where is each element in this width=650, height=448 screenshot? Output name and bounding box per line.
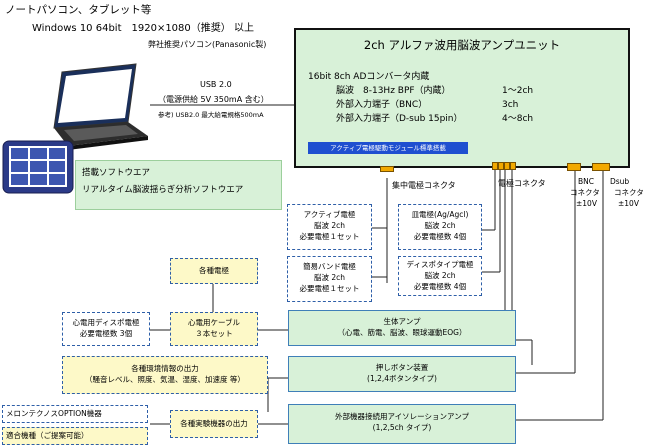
- electrode-connector-label: 電極コネクタ: [498, 179, 546, 188]
- dsub-connector-label: Dsub コネクタ ±10V: [610, 177, 644, 208]
- unit-spec-2-value: 1～2ch: [502, 86, 534, 96]
- ecg-disposable-electrode-box: 心電用ディスポ電極 必要電極数 3個: [62, 312, 150, 346]
- electrode-port-4: [510, 162, 516, 170]
- unit-spec-1: 16bit 8ch ADコンバータ内蔵: [308, 72, 430, 82]
- tablet-icon: [2, 140, 74, 194]
- unit-spec-3-label: 外部入力端子（BNC）: [336, 100, 428, 110]
- software-title: 搭載ソフトウエア: [82, 168, 151, 178]
- simple-band-electrode-box: 簡易バンド電極 脳波 2ch 必要電極１セット: [287, 256, 372, 302]
- recommended-pc: 弊社推奨パソコン(Panasonic製): [148, 40, 267, 49]
- usb-title: USB 2.0: [200, 80, 232, 89]
- central-connector-port: [380, 166, 394, 172]
- bio-amp-box: 生体アンプ （心電、筋電、脳波、眼球運動EOG）: [288, 310, 516, 346]
- laptop-icon: [53, 63, 148, 150]
- software-box: 搭載ソフトウエア リアルタイム脳波揺らぎ分析ソフトウエア: [75, 160, 282, 210]
- active-electrode-box: アクティブ電極 脳波 2ch 必要電極１セット: [287, 204, 372, 250]
- central-connector-label: 集中電極コネクタ: [392, 181, 456, 190]
- unit-spec-3-value: 3ch: [502, 100, 519, 110]
- active-module-badge: アクティブ電極駆動モジュール標準搭載: [308, 142, 468, 154]
- unit-spec-2-label: 脳波 8-13Hz BPF（内蔵）: [336, 86, 451, 96]
- ecg-cable-box: 心電用ケーブル ３本セット: [170, 312, 258, 346]
- compatible-devices-box: 適合機種（ご提案可能）: [2, 427, 148, 445]
- software-name: リアルタイム脳波揺らぎ分析ソフトウエア: [82, 185, 244, 195]
- device-header: ノートパソコン、タブレット等: [5, 4, 152, 16]
- electrode-port-3: [504, 162, 510, 170]
- dsub-port: [592, 163, 610, 171]
- usb-power: （電源供給 5V 350mA 含む）: [158, 95, 269, 104]
- electrode-port-1: [492, 162, 498, 170]
- environment-sensor-box: 各種環境情報の出力 （騒音レベル、照度、気温、湿度、加速度 等）: [62, 356, 268, 394]
- disposable-electrode-box: ディスポタイプ電極 脳波 2ch 必要電極数 4個: [398, 256, 482, 296]
- meron-option-box: メロンテクノスOPTION機器: [2, 405, 148, 423]
- unit-title: 2ch アルファ波用脳波アンプユニット: [363, 38, 561, 52]
- electrode-port-2: [498, 162, 504, 170]
- bnc-port: [567, 163, 581, 171]
- usb-note: 参考) USB2.0 最大給電規格500mA: [158, 111, 264, 119]
- amplifier-unit: 2ch アルファ波用脳波アンプユニット 16bit 8ch ADコンバータ内蔵 …: [294, 28, 630, 168]
- push-button-device-box: 押しボタン装置 (1,2,4ボタンタイプ): [288, 356, 516, 392]
- isolation-amp-box: 外部機器接続用アイソレーションアンプ (1,2,5ch タイプ): [288, 404, 516, 444]
- experiment-output-box: 各種実験機器の出力: [170, 410, 258, 438]
- various-electrodes-box: 各種電極: [170, 258, 258, 284]
- unit-spec-4-label: 外部入力端子（D-sub 15pin）: [336, 114, 463, 124]
- dish-electrode-box: 皿電極(Ag/Agcl) 脳波 2ch 必要電極数 4個: [398, 204, 482, 250]
- unit-spec-4-value: 4～8ch: [502, 114, 534, 124]
- bnc-connector-label: BNC コネクタ ±10V: [570, 177, 600, 208]
- os-requirement: Windows 10 64bit 1920×1080（推奨） 以上: [32, 23, 254, 34]
